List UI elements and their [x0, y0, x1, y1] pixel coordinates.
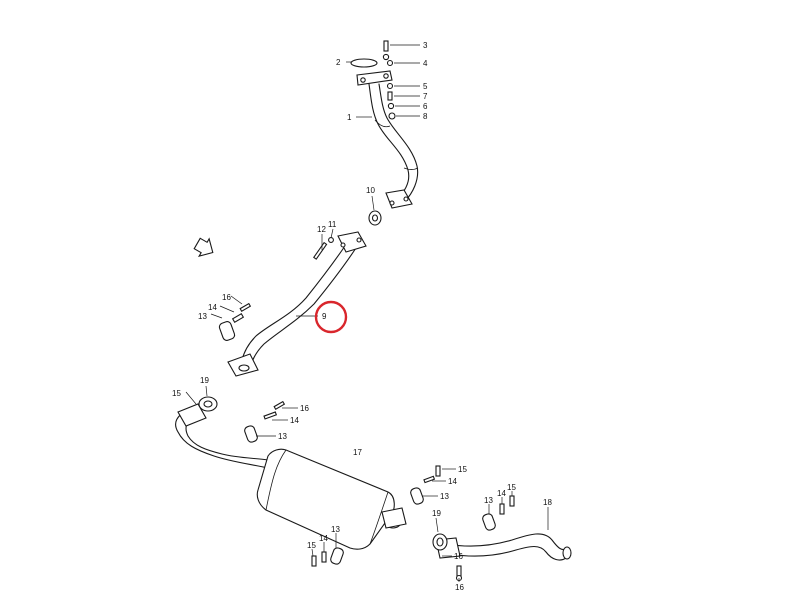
manifold-flange	[356, 70, 393, 86]
part-label: 17	[353, 448, 362, 457]
part-label: 16	[300, 404, 309, 413]
part-label: 6	[423, 102, 428, 111]
part-label: 19	[432, 509, 441, 518]
part-label: 13	[278, 432, 287, 441]
part-label: 1	[347, 113, 352, 122]
part-label: 2	[336, 58, 341, 67]
part-label: 9	[322, 312, 327, 321]
part-label: 15	[307, 541, 316, 550]
hanger-bracket	[410, 465, 441, 505]
part-label: 13	[198, 312, 207, 321]
part-label: 14	[208, 303, 217, 312]
part-label: 15	[458, 465, 467, 474]
part-label: 14	[290, 416, 299, 425]
intermediate-pipe	[175, 403, 269, 469]
part-label: 14	[448, 477, 457, 486]
gasket-small-parts	[386, 59, 396, 120]
part-label: 13	[484, 496, 493, 505]
leader-lines	[185, 44, 549, 582]
gasket-ring	[432, 533, 448, 551]
part-label: 14	[319, 534, 328, 543]
gasket	[350, 58, 378, 68]
muffler	[256, 448, 395, 550]
part-label: 16	[455, 583, 464, 592]
hanger-bracket	[218, 302, 252, 341]
part-label: 15	[172, 389, 181, 398]
front-direction-arrow-icon	[193, 237, 214, 258]
part-label: 3	[423, 41, 428, 50]
bolt	[313, 237, 334, 260]
highlight-circle	[314, 300, 348, 334]
hanger-bracket	[311, 547, 344, 567]
center-pipe	[227, 231, 367, 377]
part-label: 7	[423, 92, 428, 101]
part-label: 13	[331, 525, 340, 534]
front-pipe	[368, 83, 419, 202]
part-label: 15	[507, 483, 516, 492]
part-label: 13	[440, 492, 449, 501]
hanger-bracket	[244, 400, 286, 443]
part-label: 11	[328, 220, 337, 229]
part-label: 12	[317, 225, 326, 234]
gasket-ring	[198, 396, 218, 412]
part-label: 10	[366, 186, 375, 195]
muffler-outlet	[381, 507, 407, 529]
part-label: 16	[454, 552, 463, 561]
part-label: 18	[543, 498, 552, 507]
part-label: 19	[200, 376, 209, 385]
pipe-flange-joint	[368, 189, 413, 226]
part-labels: 2 3 4 5 7 6 8 1 10 11 12 9 13 14 16 15 1…	[172, 41, 552, 592]
part-label: 8	[423, 112, 428, 121]
part-label: 5	[423, 82, 428, 91]
part-label: 16	[222, 293, 231, 302]
part-label: 14	[497, 489, 506, 498]
part-label: 4	[423, 59, 428, 68]
stud	[382, 40, 390, 61]
